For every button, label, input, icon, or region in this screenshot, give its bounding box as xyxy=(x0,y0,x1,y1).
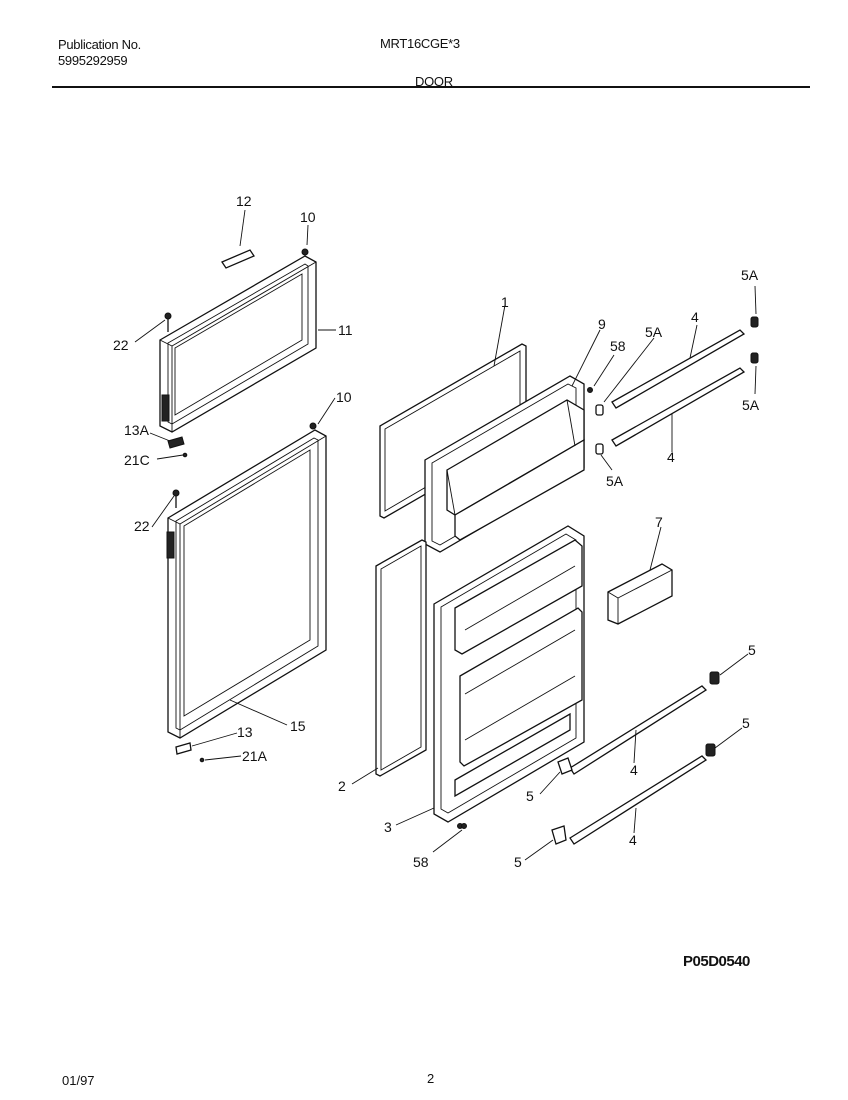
callout-21c: 21C xyxy=(124,452,150,468)
part-5-rail-end-caps xyxy=(551,316,759,845)
part-12-nameplate xyxy=(221,249,255,269)
callout-10: 10 xyxy=(336,389,352,405)
screws-hardware xyxy=(164,312,593,829)
page-number: 2 xyxy=(427,1071,435,1086)
callout-5: 5 xyxy=(742,715,750,731)
callout-5: 5 xyxy=(514,854,522,870)
part-3-fresh-food-liner xyxy=(433,525,585,829)
callout-1: 1 xyxy=(501,294,509,310)
publication-number: 5995292959 xyxy=(58,53,128,68)
callout-5: 5 xyxy=(526,788,534,804)
part-2-fresh-food-gasket xyxy=(375,539,427,777)
callout-5a: 5A xyxy=(742,397,760,413)
callout-7: 7 xyxy=(655,514,663,530)
callout-11: 11 xyxy=(338,322,353,338)
callout-10: 10 xyxy=(300,209,316,225)
callout-2: 2 xyxy=(338,778,346,794)
header-rule xyxy=(52,86,810,88)
callout-13: 13 xyxy=(237,724,253,740)
callout-13a: 13A xyxy=(124,422,150,438)
callout-4: 4 xyxy=(691,309,699,325)
callout-22: 22 xyxy=(113,337,129,353)
footer-date: 01/97 xyxy=(62,1073,95,1088)
drawing-code: P05D0540 xyxy=(683,953,750,970)
callout-5: 5 xyxy=(748,642,756,658)
callout-5a: 5A xyxy=(741,267,759,283)
callout-22: 22 xyxy=(134,518,150,534)
leader-lines xyxy=(134,209,757,861)
part-7-dairy-door xyxy=(607,563,673,625)
callout-3: 3 xyxy=(384,819,392,835)
callout-58: 58 xyxy=(413,854,429,870)
section-title: DOOR xyxy=(415,74,453,89)
part-4-rails-lower xyxy=(569,685,708,845)
callout-12: 12 xyxy=(236,193,252,209)
callout-4: 4 xyxy=(630,762,638,778)
callout-labels: 12 10 11 22 13A 21C 10 22 13 15 21A 1 9 … xyxy=(113,193,760,870)
callout-5a: 5A xyxy=(606,473,624,489)
publication-label: Publication No. xyxy=(58,37,141,52)
part-15-fresh-food-frame xyxy=(166,422,327,739)
callout-9: 9 xyxy=(598,316,606,332)
part-11-freezer-frame xyxy=(159,248,317,433)
part-9-freezer-liner xyxy=(424,375,585,553)
model-number: MRT16CGE*3 xyxy=(380,36,460,51)
callout-15: 15 xyxy=(290,718,306,734)
callout-58: 58 xyxy=(610,338,626,354)
callout-4: 4 xyxy=(667,449,675,465)
part-4-rails-upper xyxy=(611,329,746,447)
callout-5a: 5A xyxy=(645,324,663,340)
callout-21a: 21A xyxy=(242,748,268,764)
callout-4: 4 xyxy=(629,832,637,848)
